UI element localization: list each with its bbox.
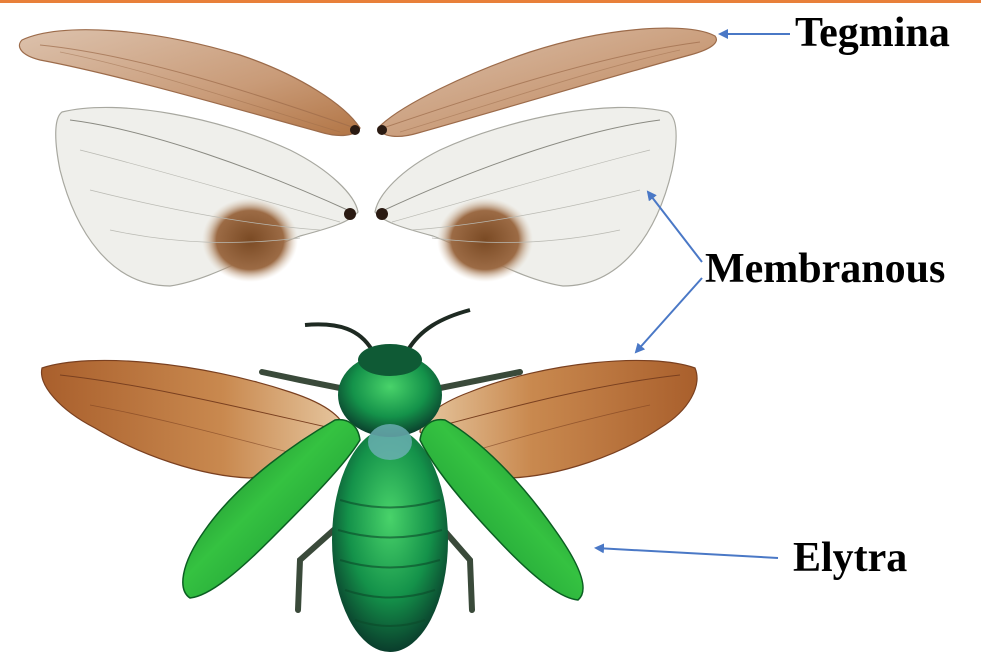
membranous-left-wing [56,107,358,286]
membranous-arrow-lower [636,278,702,352]
elytra-label: Elytra [793,537,907,579]
beetle-abdomen [332,428,448,652]
membranous-label: Membranous [705,248,945,290]
membranous-arrow-upper [648,192,702,262]
tegmina-label: Tegmina [795,12,950,54]
elytra-arrow [596,548,778,558]
beetle [42,310,697,652]
beetle-head [358,344,422,376]
membranous-wings [56,107,676,286]
